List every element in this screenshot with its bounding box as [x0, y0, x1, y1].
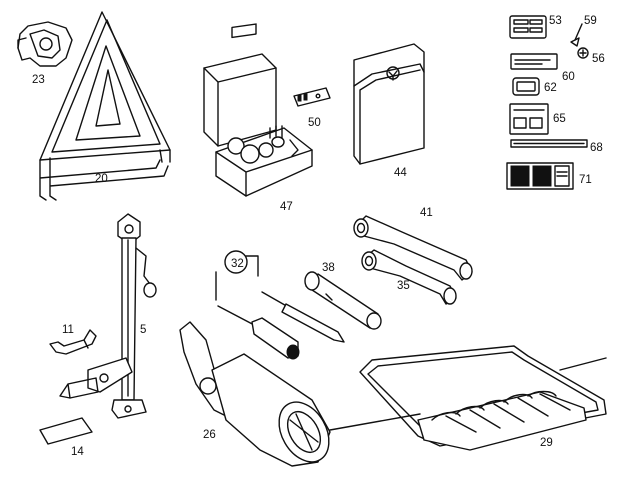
part-14-drawing: [39, 417, 93, 445]
part-68-drawing: [510, 139, 588, 148]
part-44-drawing: [353, 43, 425, 165]
part-35-drawing: [361, 249, 457, 305]
label-47: 47: [280, 201, 293, 213]
part-59-drawing: [570, 23, 583, 47]
label-32: 32: [231, 258, 244, 270]
label-60: 60: [562, 71, 575, 83]
label-35: 35: [397, 280, 410, 292]
part-65-drawing: [509, 103, 549, 135]
label-53: 53: [549, 15, 562, 27]
label-62: 62: [544, 82, 557, 94]
part-5-drawing: [59, 213, 157, 419]
label-5: 5: [140, 324, 146, 336]
part-38-drawing: [304, 271, 382, 330]
part-32-drawing: [215, 250, 345, 360]
label-71: 71: [579, 174, 592, 186]
label-20: 20: [95, 173, 108, 185]
part-50-drawing: [293, 87, 331, 107]
label-59: 59: [584, 15, 597, 27]
label-44: 44: [394, 167, 407, 179]
part-62-drawing: [512, 77, 540, 96]
label-26: 26: [203, 429, 216, 441]
part-11-drawing: [49, 329, 97, 355]
label-50: 50: [308, 117, 321, 129]
label-29: 29: [540, 437, 553, 449]
part-56-drawing: [577, 47, 589, 59]
part-53-drawing: [509, 15, 547, 39]
label-68: 68: [590, 142, 603, 154]
label-23: 23: [32, 74, 45, 86]
part-41-drawing: [353, 215, 473, 281]
part-71-drawing: [506, 162, 574, 190]
part-47-drawing: [203, 23, 313, 197]
label-65: 65: [553, 113, 566, 125]
label-41: 41: [420, 207, 433, 219]
label-11: 11: [62, 324, 74, 336]
label-56: 56: [592, 53, 605, 65]
part-23-drawing: [17, 21, 73, 67]
label-14: 14: [71, 446, 84, 458]
part-26-drawing: [179, 321, 331, 467]
label-38: 38: [322, 262, 335, 274]
part-20-drawing: [39, 11, 171, 201]
part-29-drawing: [329, 345, 607, 451]
part-60-drawing: [510, 53, 558, 70]
